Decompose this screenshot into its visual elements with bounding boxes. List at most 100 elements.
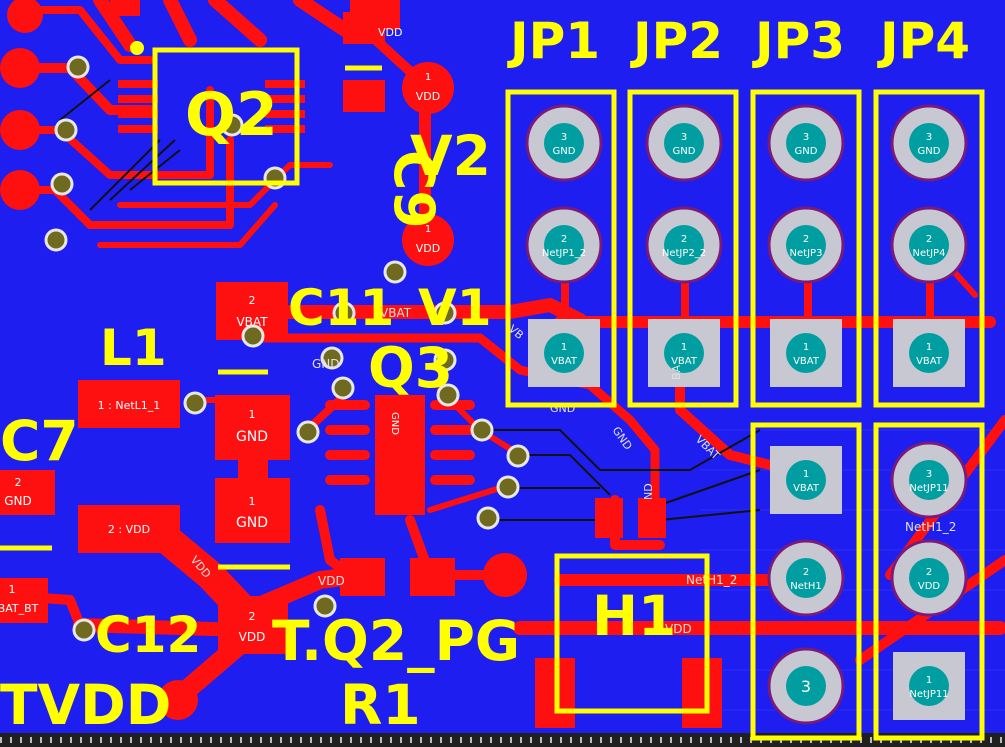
jp3-pin-1-net: VBAT: [793, 356, 820, 367]
svg-text:VDD: VDD: [665, 622, 692, 636]
lower-header-2-pin-0-number: 3: [926, 469, 932, 480]
svg-text:1: 1: [249, 495, 256, 508]
svg-text:GND: GND: [236, 429, 268, 445]
vdd-top-pad: VDD: [350, 0, 402, 39]
designators: JP1 JP2 JP3 JP4 Q2 C9 V2 C11 V1 Q3 L1 C7…: [0, 12, 970, 737]
jp4-pin-3-net: GND: [918, 146, 941, 157]
svg-text:NetH1_2: NetH1_2: [686, 573, 737, 587]
lower-header-1-pin-1-number: 2: [803, 567, 809, 578]
designator-h1: H1: [592, 584, 676, 648]
lower-header-1-pin-2: 3: [767, 647, 845, 725]
c12-pad: 2 VDD: [218, 596, 288, 654]
round-copper-pads: [0, 0, 527, 720]
svg-text:2 : VDD: 2 : VDD: [108, 523, 150, 536]
v2-pad-2: 1 VDD: [402, 214, 454, 266]
l1-gnd-pad-1: 1 GND: [215, 395, 290, 460]
jp2-pin-2-net: NetJP2_2: [662, 248, 706, 259]
svg-text:VDD: VDD: [416, 90, 440, 103]
jp2-pin-3-number: 3: [681, 132, 687, 143]
designator-c12: C12: [95, 606, 201, 664]
silkscreen-outlines: [0, 47, 985, 741]
jp4-pin-1-number: 1: [926, 342, 932, 353]
lower-header-2-pin-2-net: NetJP11: [909, 689, 948, 700]
designator-r1: R1: [340, 673, 421, 737]
l1-net-pad: 1 : NetL1_1: [78, 380, 180, 428]
svg-text:VBAT: VBAT: [380, 306, 412, 320]
svg-text:GND: GND: [4, 494, 32, 508]
svg-text:1: 1: [425, 72, 431, 83]
jp1-pin-2-net: NetJP1_2: [542, 248, 586, 259]
svg-text:VDD: VDD: [239, 630, 266, 644]
svg-text:GND: GND: [312, 357, 340, 371]
lower-header-1-pin-0-number: 1: [803, 469, 809, 480]
l1-gnd-bridge: [238, 458, 268, 480]
designator-v2: V2: [410, 124, 491, 188]
svg-text:ND: ND: [642, 483, 655, 500]
jp2-pin-1-number: 1: [681, 342, 687, 353]
svg-text:2: 2: [249, 610, 256, 623]
svg-text:VDD: VDD: [378, 26, 402, 39]
svg-text:1: 1: [425, 224, 431, 235]
designator-v1: V1: [418, 279, 492, 337]
designator-jp2: JP2: [630, 12, 723, 70]
jp3-pin-2-number: 2: [803, 234, 809, 245]
designator-q3: Q3: [368, 336, 453, 400]
svg-text:2: 2: [249, 294, 256, 307]
c11-pad: 2 VBAT: [216, 282, 288, 340]
lower-header-2-pin-2-number: 1: [926, 675, 932, 686]
vias: [44, 55, 530, 642]
svg-text:VBAT: VBAT: [236, 315, 268, 329]
designator-jp4: JP4: [877, 12, 970, 70]
designator-q2: Q2: [185, 80, 278, 150]
jp1-pin-3-number: 3: [561, 132, 567, 143]
designator-tq2pg: T.Q2_PG: [272, 609, 520, 673]
jp1-pin-1-number: 1: [561, 342, 567, 353]
jp3-pin-2-net: NetJP3: [790, 248, 823, 259]
vdd-pad: 2 : VDD: [78, 505, 180, 553]
jp2-pin-3-net: GND: [673, 146, 696, 157]
jp4-pin-2-number: 2: [926, 234, 932, 245]
lower-header-1-pin-2-number: 3: [801, 677, 811, 696]
svg-text:BAT_BT: BAT_BT: [0, 602, 39, 615]
jp4-pin-2-net: NetJP4: [913, 248, 946, 259]
designator-tvdd: TVDD: [0, 673, 171, 737]
svg-text:VDD: VDD: [318, 574, 345, 588]
c7-pad: 2 GND: [0, 470, 55, 515]
jp2-pin-1-net: VBAT: [671, 356, 698, 367]
designator-jp3: JP3: [752, 12, 845, 70]
jp4-pin-3-number: 3: [926, 132, 932, 143]
jp4-pin-1-net: VBAT: [916, 356, 943, 367]
jp1-pin-1-net: VBAT: [551, 356, 578, 367]
signal-traces: [59, 79, 761, 521]
svg-text:BA: BA: [670, 364, 683, 380]
lower-header-2-pin-1-number: 2: [926, 567, 932, 578]
jp1-pin-3-net: GND: [553, 146, 576, 157]
lower-header-2-pin-0-net: NetJP11: [909, 483, 948, 494]
lower-header-1-pin-1-net: NetH1: [790, 581, 821, 592]
via-center-dots: [130, 41, 144, 55]
designator-c9: C9: [382, 150, 446, 229]
jp1-pin-2-number: 2: [561, 234, 567, 245]
svg-text:1 : NetL1_1: 1 : NetL1_1: [98, 399, 161, 412]
q3-gnd-pad-label: GND: [389, 412, 400, 435]
jp-headers: 3GND2NetJP1_21VBAT3GND2NetJP2_21VBAT3GND…: [525, 104, 968, 387]
svg-text:NetH1_2: NetH1_2: [905, 520, 956, 534]
svg-text:1: 1: [9, 583, 16, 596]
v2-pad-1: 1 VDD: [402, 62, 454, 114]
